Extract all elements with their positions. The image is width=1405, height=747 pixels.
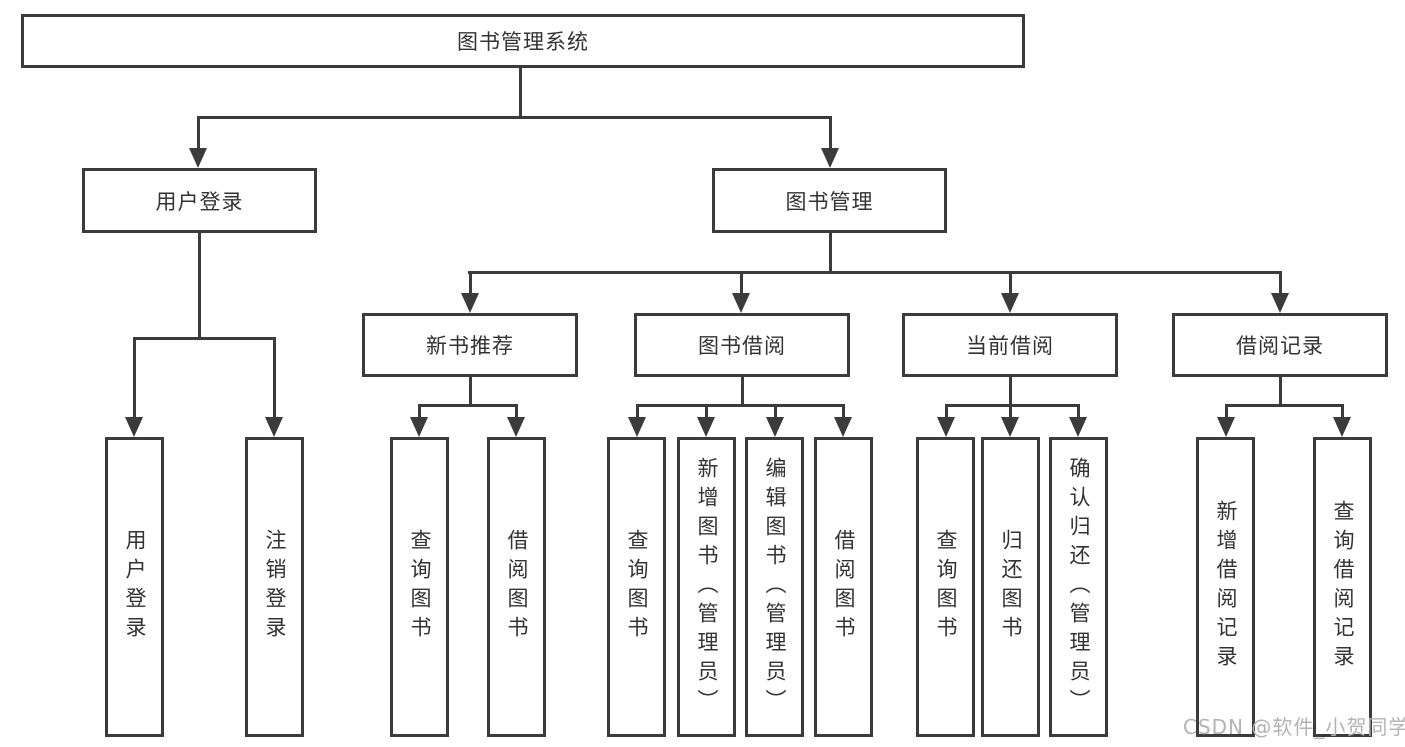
node-current-borrowing: 当前借阅	[902, 313, 1118, 377]
leaf-add-borrow-record: 新增借阅记录	[1196, 437, 1255, 737]
arrow-head	[937, 417, 955, 437]
node-label: 图书管理系统	[457, 30, 589, 54]
node-label: 归还图书	[999, 529, 1023, 645]
leaf-logout: 注销登录	[245, 437, 304, 737]
connector-segment	[1009, 404, 1012, 418]
leaf-query-borrow-record: 查询借阅记录	[1313, 437, 1372, 737]
arrow-head	[834, 417, 852, 437]
arrow-head	[1217, 417, 1235, 437]
connector-segment	[1279, 271, 1282, 294]
connector-segment	[197, 116, 200, 150]
connector-segment	[829, 233, 832, 274]
leaf-query-books: 查询图书	[916, 437, 975, 737]
node-book-borrowing: 图书借阅	[634, 313, 850, 377]
connector-segment	[469, 271, 472, 294]
connector-segment	[1225, 404, 1343, 407]
connector-segment	[469, 377, 472, 407]
connector-segment	[1225, 404, 1228, 418]
node-label: 图书管理	[785, 189, 874, 214]
node-book-management: 图书管理	[712, 168, 947, 233]
leaf-query-books: 查询图书	[390, 437, 449, 737]
leaf-user-login: 用户登录	[105, 437, 164, 737]
node-label: 借阅记录	[1236, 334, 1324, 358]
arrow-head	[732, 293, 750, 313]
node-label: 查询图书	[625, 529, 649, 645]
connector-segment	[273, 337, 276, 419]
node-label: 确认归还（管理员）	[1067, 456, 1091, 718]
arrow-head	[766, 417, 784, 437]
node-label: 借阅图书	[505, 529, 529, 645]
connector-segment	[1341, 404, 1344, 418]
node-label: 查询图书	[408, 529, 432, 645]
connector-segment	[418, 404, 421, 418]
connector-segment	[197, 116, 832, 119]
arrow-head	[125, 417, 143, 437]
csdn-watermark: CSDN @软件_小贺同学	[1183, 715, 1405, 739]
arrow-head	[1271, 293, 1289, 313]
connector-segment	[1009, 271, 1012, 294]
connector-segment	[945, 404, 948, 418]
arrow-head	[1001, 293, 1019, 313]
leaf-query-books: 查询图书	[607, 437, 666, 737]
node-label: 新增借阅记录	[1214, 500, 1238, 674]
node-label: 注销登录	[263, 529, 287, 645]
leaf-confirm-return-admin: 确认归还（管理员）	[1049, 437, 1108, 737]
arrow-head	[1069, 417, 1087, 437]
connector-segment	[741, 377, 744, 407]
leaf-add-book-admin: 新增图书（管理员）	[677, 437, 736, 737]
node-library-management-system: 图书管理系统	[21, 14, 1025, 68]
connector-segment	[740, 271, 743, 294]
connector-segment	[1009, 377, 1012, 407]
connector-segment	[468, 271, 1282, 274]
arrow-head	[507, 417, 525, 437]
connector-segment	[1077, 404, 1080, 418]
node-label: 图书借阅	[698, 334, 786, 358]
node-label: 编辑图书（管理员）	[763, 456, 787, 718]
leaf-edit-book-admin: 编辑图书（管理员）	[745, 437, 804, 737]
connector-segment	[705, 404, 708, 418]
node-label: 借阅图书	[832, 529, 856, 645]
connector-segment	[133, 337, 136, 419]
connector-segment	[945, 404, 1080, 407]
arrow-head	[1001, 417, 1019, 437]
node-new-book-recommendation: 新书推荐	[362, 313, 578, 377]
connector-segment	[842, 404, 845, 418]
node-label: 当前借阅	[966, 334, 1054, 358]
arrow-head	[1333, 417, 1351, 437]
connector-segment	[519, 68, 522, 118]
connector-segment	[198, 233, 201, 339]
connector-segment	[636, 404, 639, 418]
leaf-borrow-books: 借阅图书	[487, 437, 546, 737]
connector-segment	[133, 337, 276, 340]
node-label: 用户登录	[123, 529, 147, 645]
arrow-head	[461, 293, 479, 313]
arrow-head	[821, 148, 839, 168]
node-user-login: 用户登录	[82, 168, 317, 233]
node-label: 查询图书	[934, 529, 958, 645]
node-label: 查询借阅记录	[1331, 500, 1355, 674]
node-label: 新书推荐	[426, 334, 514, 358]
node-borrowing-records: 借阅记录	[1172, 313, 1388, 377]
connector-segment	[515, 404, 518, 418]
node-label: 用户登录	[155, 189, 244, 214]
arrow-head	[628, 417, 646, 437]
arrow-head	[265, 417, 283, 437]
connector-segment	[418, 404, 518, 407]
arrow-head	[189, 148, 207, 168]
connector-segment	[774, 404, 777, 418]
arrow-head	[410, 417, 428, 437]
connector-segment	[829, 116, 832, 150]
arrow-head	[697, 417, 715, 437]
connector-segment	[1279, 377, 1282, 407]
connector-segment	[636, 404, 845, 407]
leaf-return-book: 归还图书	[981, 437, 1040, 737]
node-label: 新增图书（管理员）	[695, 456, 719, 718]
leaf-borrow-books: 借阅图书	[814, 437, 873, 737]
